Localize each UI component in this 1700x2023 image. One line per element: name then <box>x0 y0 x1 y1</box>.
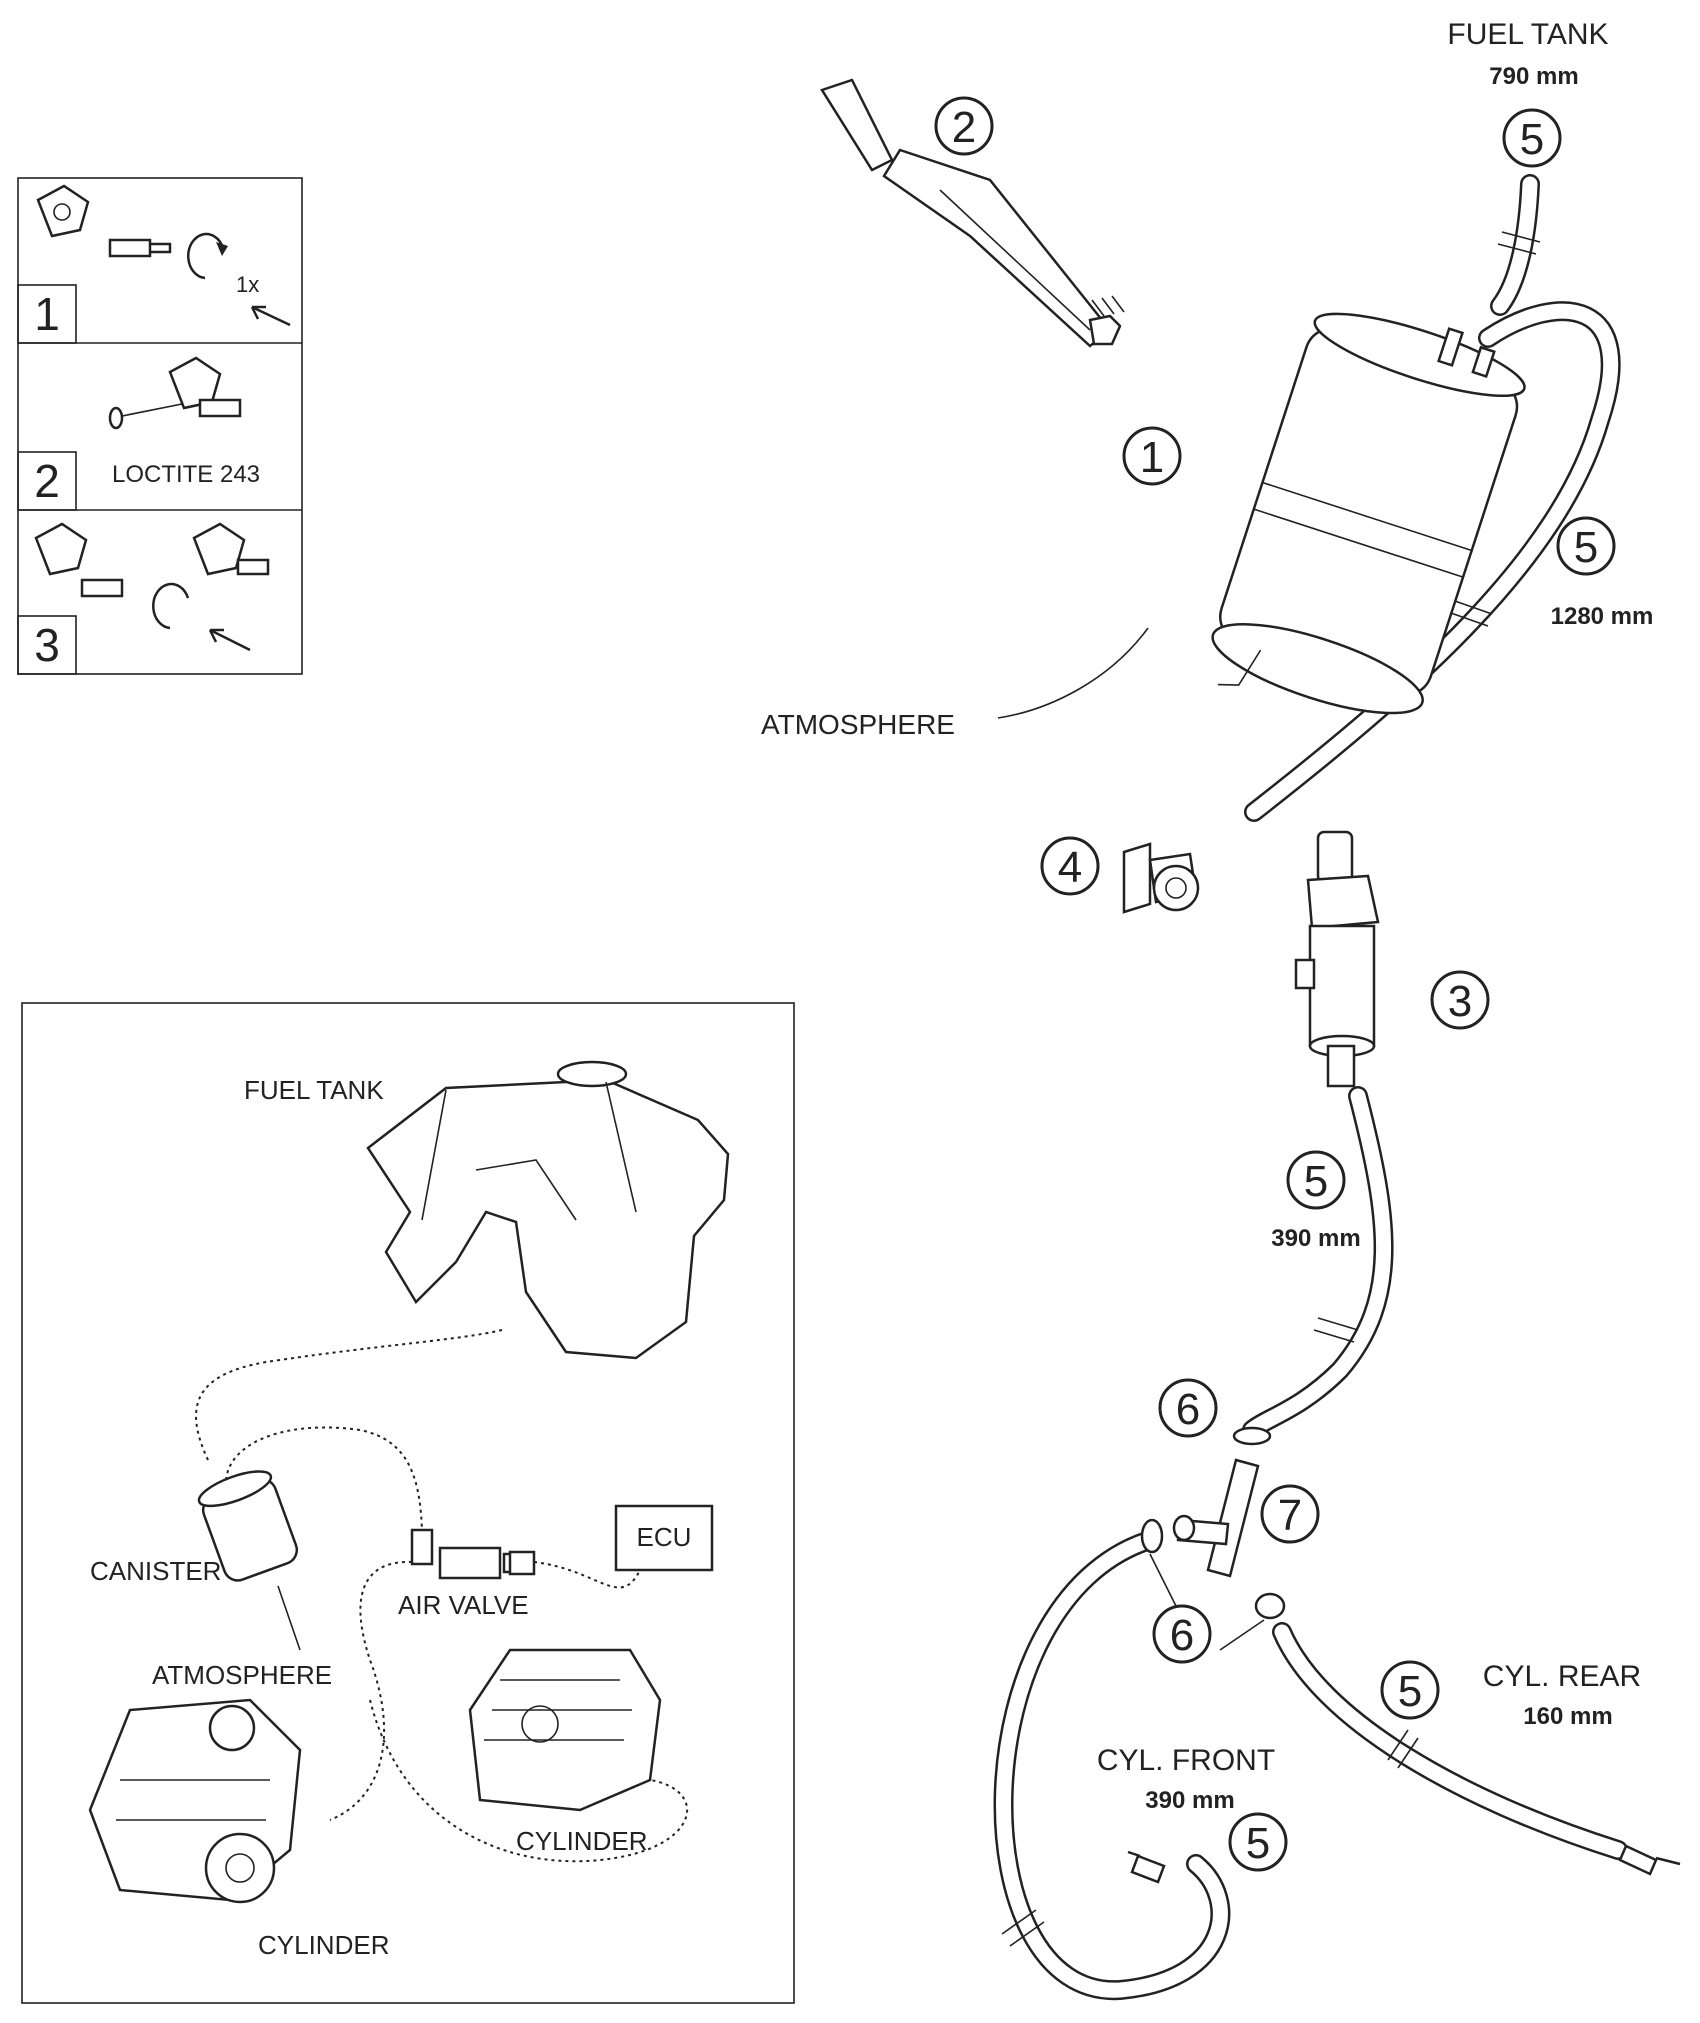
callout-1: 1 <box>1122 426 1182 486</box>
fuel-tank-length: 790 mm <box>1489 63 1578 90</box>
svg-text:5: 5 <box>1520 115 1544 164</box>
hose-fittings <box>1127 1844 1681 1884</box>
schematic-air-valve <box>410 1528 536 1580</box>
atmosphere-label: ATMOSPHERE <box>761 709 955 740</box>
svg-text:5: 5 <box>1398 1667 1422 1716</box>
callout-6a: 6 <box>1158 1378 1218 1438</box>
svg-text:5: 5 <box>1246 1819 1270 1868</box>
svg-text:2: 2 <box>952 103 976 152</box>
install-step-2: 2 LOCTITE 243 <box>17 356 260 511</box>
schematic-canister-label: CANISTER <box>90 1556 221 1586</box>
route-valve-ecu <box>533 1561 641 1589</box>
schematic-cylinder-rear <box>468 1648 662 1812</box>
route-tank-canister <box>195 1329 503 1461</box>
svg-text:5: 5 <box>1304 1157 1328 1206</box>
tool-part-2 <box>820 78 1125 348</box>
schematic-cylinder-rear-label: CYLINDER <box>516 1826 647 1856</box>
install-step-3: 3 <box>17 522 270 675</box>
callout-5c: 5 <box>1286 1150 1346 1210</box>
air-valve-part-3 <box>1294 830 1380 1088</box>
loctite-label: LOCTITE 243 <box>112 461 260 488</box>
schematic-atmosphere-label: ATMOSPHERE <box>152 1660 332 1690</box>
callout-5b: 5 <box>1556 516 1616 576</box>
schematic-cylinder-front <box>88 1698 302 1904</box>
canister-part-1 <box>1211 312 1526 715</box>
bracket-icon <box>192 522 246 576</box>
step-number-3: 3 <box>34 619 60 671</box>
schematic-ecu-label: ECU <box>637 1522 692 1552</box>
clamp-upper <box>1232 1426 1272 1446</box>
ecu-box <box>614 1504 714 1572</box>
fuel-tank-label: FUEL TANK <box>1447 18 1608 51</box>
svg-text:4: 4 <box>1058 843 1082 892</box>
clamp-front <box>1140 1518 1164 1554</box>
install-steps-panel: 1 1x 2 LOCTITE 243 3 <box>17 177 303 675</box>
install-step-1: 1 1x <box>17 184 291 344</box>
callout-4: 4 <box>1040 836 1100 896</box>
step-number-1: 1 <box>34 288 60 340</box>
callout-5a: 5 <box>1502 108 1562 168</box>
svg-text:1: 1 <box>1140 433 1164 482</box>
t-piece-part-7 <box>1172 1458 1260 1578</box>
callouts: 2 5 1 5 4 3 5 6 7 6 5 5 <box>934 96 1616 1872</box>
clamp-rear <box>1254 1592 1286 1620</box>
svg-text:5: 5 <box>1574 523 1598 572</box>
bracket-icon <box>168 356 222 410</box>
callout-6b: 6 <box>1152 1604 1212 1664</box>
labels: FUEL TANK 790 mm 1280 mm ATMOSPHERE 390 … <box>761 18 1653 1814</box>
rotate-icon <box>187 232 225 280</box>
callout-3: 3 <box>1430 970 1490 1030</box>
atmosphere-leader <box>277 1585 301 1651</box>
cyl-front-length: 390 mm <box>1145 1787 1234 1814</box>
fitting-icon <box>108 238 172 258</box>
route-valve-rear <box>369 1699 689 1863</box>
schematic-fuel-tank-label: FUEL TANK <box>244 1075 384 1105</box>
screw-icon <box>108 406 124 430</box>
step-number-2: 2 <box>34 455 60 507</box>
cyl-rear-label: CYL. REAR <box>1483 1660 1641 1693</box>
callout-5e: 5 <box>1228 1812 1288 1872</box>
schematic-canister <box>197 1470 299 1582</box>
clamps <box>1140 1426 1286 1651</box>
schematic-cylinder-front-label: CYLINDER <box>258 1930 389 1960</box>
hose-390-length: 390 mm <box>1271 1225 1360 1252</box>
holder-part-4 <box>1122 842 1200 914</box>
svg-text:7: 7 <box>1278 1491 1302 1540</box>
route-canister-valve <box>225 1426 423 1531</box>
fuel-tank-illustration <box>366 1078 730 1360</box>
svg-text:6: 6 <box>1170 1611 1194 1660</box>
rotate-icon <box>152 582 190 630</box>
svg-text:3: 3 <box>1448 977 1472 1026</box>
cyl-front-label: CYL. FRONT <box>1097 1744 1275 1777</box>
callout-7: 7 <box>1260 1484 1320 1544</box>
schematic-panel: FUEL TANK CANISTER ATMOSPHERE AIR VALVE … <box>21 1002 795 2004</box>
cyl-rear-length: 160 mm <box>1523 1703 1612 1730</box>
atmosphere-leader <box>997 627 1149 719</box>
bracket-icon <box>34 522 88 576</box>
callout-5d: 5 <box>1380 1660 1440 1720</box>
callout-2: 2 <box>934 96 994 156</box>
arrow-icon <box>208 628 251 652</box>
arrow-icon <box>250 305 291 327</box>
schematic-air-valve-label: AIR VALVE <box>398 1590 529 1620</box>
step-1-note: 1x <box>236 272 259 297</box>
svg-text:6: 6 <box>1176 1385 1200 1434</box>
hose-1280-length: 1280 mm <box>1551 603 1654 630</box>
bracket-icon <box>36 184 90 238</box>
